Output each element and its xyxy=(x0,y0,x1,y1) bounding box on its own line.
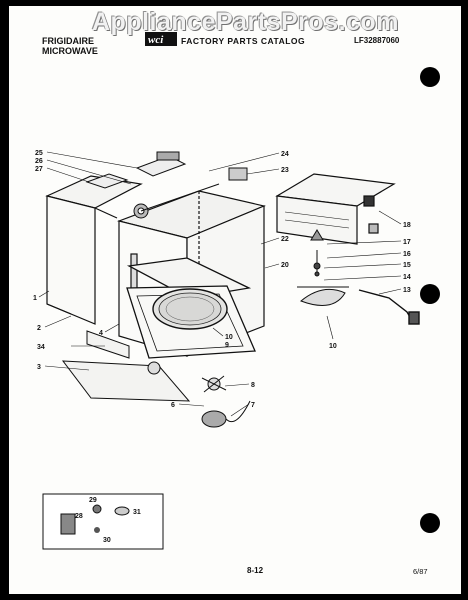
callout-25: 25 xyxy=(35,150,43,157)
callout-23: 23 xyxy=(281,167,289,174)
wci-logo: wci xyxy=(145,32,177,46)
callout-30: 30 xyxy=(103,537,111,544)
callout-6: 6 xyxy=(171,402,175,409)
callout-leaders xyxy=(38,151,402,417)
callout-10-door: 10 xyxy=(225,334,233,341)
callout-15: 15 xyxy=(403,262,411,269)
turntable-drive xyxy=(201,375,251,428)
callout-28: 28 xyxy=(75,513,83,520)
brand-name: FRIGIDAIRE xyxy=(42,36,95,46)
page-number: 8-12 xyxy=(247,566,264,575)
callout-4: 4 xyxy=(99,330,103,337)
callout-26: 26 xyxy=(35,158,43,165)
exploded-parts-diagram: wci xyxy=(33,32,420,550)
callout-9: 9 xyxy=(225,342,229,349)
power-cord xyxy=(358,289,420,325)
site-watermark: AppliancePartsPros.com xyxy=(92,8,399,36)
callout-13: 13 xyxy=(403,287,411,294)
top-components xyxy=(85,151,248,219)
callout-34: 34 xyxy=(37,344,45,351)
callout-20: 20 xyxy=(281,262,289,269)
turntable-tray xyxy=(152,288,228,330)
callout-8: 8 xyxy=(251,382,255,389)
binder-hole-middle xyxy=(420,284,440,304)
callout-24: 24 xyxy=(281,151,289,158)
cabinet-shell xyxy=(45,175,143,325)
callout-27: 27 xyxy=(35,166,43,173)
callout-14: 14 xyxy=(403,274,411,281)
callout-3: 3 xyxy=(37,364,41,371)
svg-text:wci: wci xyxy=(148,34,164,46)
stirrer-parts xyxy=(297,229,349,306)
product-type: MICROWAVE xyxy=(42,46,98,56)
callout-22: 22 xyxy=(281,236,289,243)
callout-1: 1 xyxy=(33,295,37,302)
small-parts-inset xyxy=(42,493,164,550)
callout-2: 2 xyxy=(37,325,41,332)
callout-7: 7 xyxy=(251,402,255,409)
callout-10-stirrer: 10 xyxy=(329,343,337,350)
callout-29: 29 xyxy=(89,497,97,504)
control-panel xyxy=(275,173,396,245)
binder-hole-bottom xyxy=(420,513,440,533)
callout-18: 18 xyxy=(403,222,411,229)
binder-hole-top xyxy=(420,67,440,87)
base-pan xyxy=(61,330,191,402)
catalog-sheet: FRIGIDAIRE MICROWAVE FACTORY PARTS CATAL… xyxy=(9,6,461,594)
callout-labels: 25 26 27 24 23 18 22 17 16 20 15 14 13 1… xyxy=(33,150,411,544)
model-number: LF32887060 xyxy=(354,36,400,45)
callout-17: 17 xyxy=(403,239,411,246)
catalog-title: FACTORY PARTS CATALOG xyxy=(181,36,306,46)
callout-31: 31 xyxy=(133,509,141,516)
date-code: 6/87 xyxy=(413,567,428,576)
callout-16: 16 xyxy=(403,251,411,258)
